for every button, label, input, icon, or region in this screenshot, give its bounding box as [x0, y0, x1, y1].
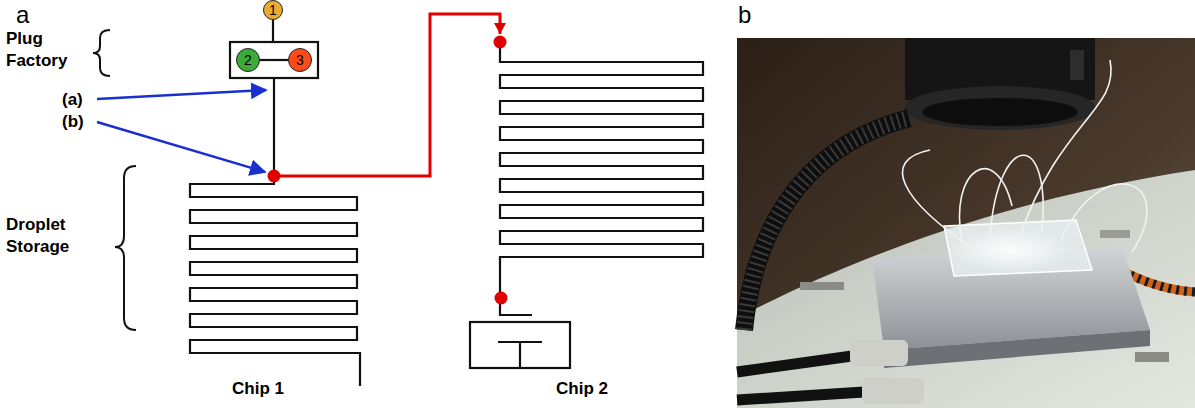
callout-label-box: (a) — [62, 89, 83, 111]
section-label-box: Droplet Storage — [6, 214, 94, 258]
section-label-box: Plug Factory — [6, 28, 86, 72]
plug-factory-box — [230, 42, 318, 78]
inlet-channel — [272, 20, 274, 42]
brace — [93, 30, 110, 76]
inlet-port: 3 — [288, 48, 312, 72]
chip-outline: Chip 2 — [448, 34, 716, 402]
panel-letter: b — [738, 1, 751, 28]
tube — [1020, 60, 1111, 236]
chip-name: Chip 1 — [232, 379, 284, 399]
pointer-arrows — [97, 90, 266, 172]
panel-letter-box: b — [738, 4, 751, 29]
inlet-port: 2 — [236, 48, 260, 72]
transfer-tubing — [268, 36, 508, 305]
callout-label: (b) — [62, 112, 84, 131]
chip-body — [146, 28, 370, 402]
light-glow — [950, 228, 1070, 272]
connection-dot — [495, 292, 508, 305]
objective-lens — [922, 98, 1078, 126]
clip — [1100, 230, 1130, 238]
chip1-channels — [190, 20, 360, 386]
chip-outline: Chip 1 2 3 — [146, 28, 370, 402]
arrow-head — [494, 23, 506, 34]
connector — [260, 60, 288, 61]
callout-label-box: (b) — [62, 111, 84, 133]
chip2-channels — [470, 42, 703, 368]
tube — [959, 169, 1012, 242]
section-label: Droplet Storage — [6, 215, 69, 256]
serpentine-channel — [500, 42, 703, 298]
table-surface — [737, 170, 1195, 408]
setup-photo — [737, 38, 1195, 408]
braces — [93, 30, 136, 330]
port-number: 2 — [244, 53, 252, 67]
port-number: 1 — [269, 3, 277, 17]
chip-body — [448, 34, 716, 402]
microscope-ring — [904, 86, 1096, 130]
tube — [1060, 184, 1147, 252]
tubing — [902, 60, 1146, 252]
photo-background — [737, 38, 1195, 408]
section-label: Plug Factory — [6, 29, 67, 70]
panel-letter: a — [16, 1, 29, 28]
connector-line — [260, 59, 288, 61]
fitting — [850, 340, 908, 366]
serpentine-channel — [190, 176, 360, 386]
fluid-line — [737, 392, 864, 400]
fitting — [862, 378, 924, 404]
brace — [115, 166, 136, 330]
chip-name: Chip 2 — [556, 379, 608, 399]
clip — [800, 282, 844, 290]
connector — [370, 14, 506, 176]
chip-outline-shape — [449, 35, 715, 401]
transfer-line — [274, 175, 370, 178]
callout-label: (a) — [62, 90, 83, 109]
microscope-detail — [1070, 50, 1084, 80]
outlet-channel — [273, 78, 275, 176]
tube — [902, 150, 975, 250]
inlet-port: 1 — [263, 0, 283, 20]
pointer-arrow — [97, 122, 265, 172]
chip-outline-shape — [147, 29, 369, 401]
connection-dot — [494, 36, 507, 49]
holder-side — [884, 330, 1150, 368]
glass-chip — [944, 220, 1092, 276]
pointer-arrow — [97, 90, 266, 99]
port-number: 3 — [296, 53, 304, 67]
detection-chamber — [470, 322, 570, 368]
t-junction — [498, 342, 542, 368]
connector-line — [370, 14, 500, 176]
panel-letter-box: a — [16, 4, 29, 29]
fluid-line — [737, 356, 852, 372]
connection-dot — [268, 170, 281, 183]
clip — [1135, 352, 1169, 362]
tube — [990, 155, 1043, 236]
